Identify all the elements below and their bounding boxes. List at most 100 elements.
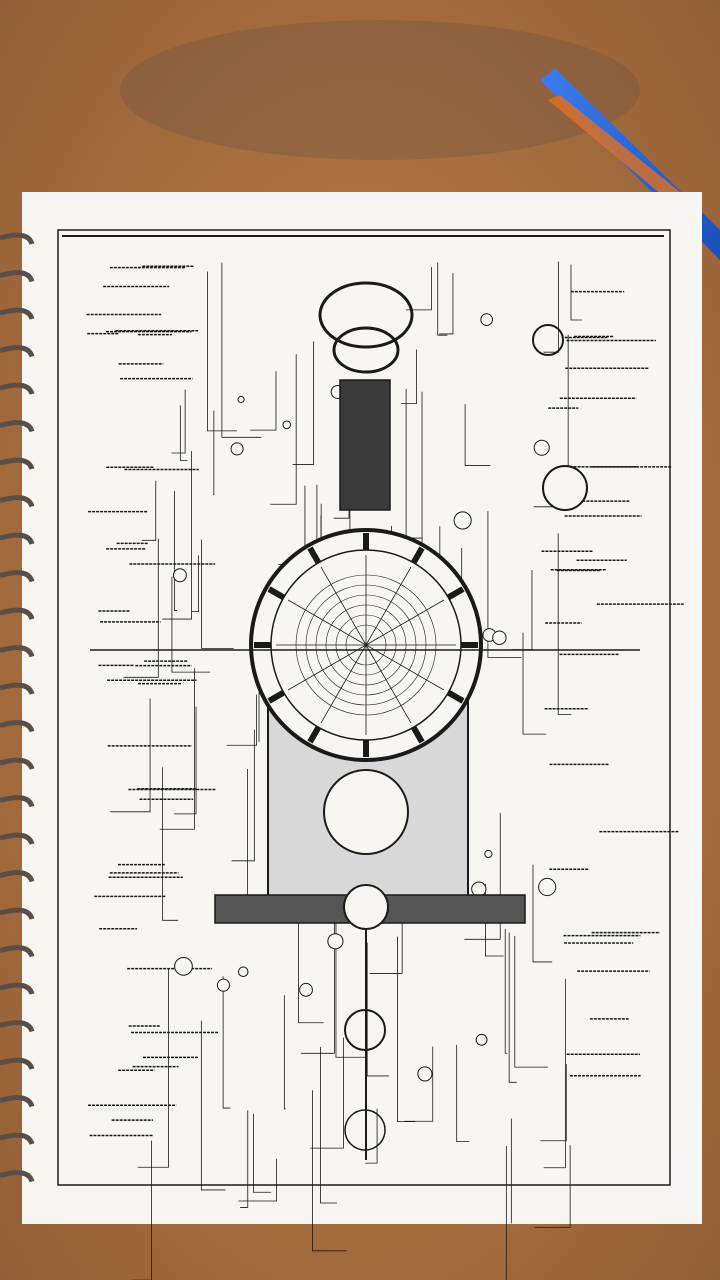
leader-line (508, 932, 517, 1083)
small-gauge (238, 966, 249, 978)
leader-line (240, 1110, 249, 1208)
leader-line (438, 273, 454, 335)
leader-line (141, 480, 157, 541)
clock-numeral (267, 586, 286, 601)
clock-spoke (365, 566, 412, 646)
clock-spoke (287, 644, 367, 691)
spiral-ring (0, 495, 35, 508)
inner-ring (332, 326, 400, 374)
leader-line (201, 539, 234, 649)
spiral-ring (0, 645, 35, 658)
dial-ring (325, 604, 407, 686)
spiral-ring (0, 1020, 35, 1033)
base-gauge (343, 884, 389, 930)
top-ring (318, 281, 414, 349)
small-gauge (475, 1033, 488, 1046)
small-gauge (282, 420, 292, 430)
leader-line (540, 1064, 567, 1142)
leader-line (504, 928, 508, 1054)
spiral-ring (0, 757, 35, 770)
leader-line (456, 1044, 470, 1143)
small-gauge (538, 877, 557, 897)
spiral-ring (0, 570, 35, 583)
leader-line (200, 1020, 226, 1191)
small-gauge (484, 849, 493, 859)
spiral-ring (0, 532, 35, 545)
spiral-ring (0, 1170, 35, 1183)
dial-ring (345, 624, 387, 666)
spiral-ring (0, 607, 35, 620)
leader-line (253, 1113, 272, 1193)
spiral-ring (0, 982, 35, 995)
leader-line (250, 371, 277, 431)
side-gauge (542, 465, 588, 511)
leader-line (335, 863, 366, 1058)
dial-ring (335, 614, 397, 676)
spiral-ring (0, 832, 35, 845)
leader-line (366, 942, 389, 1077)
clock-spoke (365, 644, 412, 724)
clock-spoke (365, 599, 445, 646)
leader-line (298, 893, 324, 1024)
small-gauge (533, 439, 550, 456)
clock-spoke (287, 599, 367, 646)
clock-numeral (446, 586, 465, 601)
side-gauge (532, 324, 564, 356)
lower-dial (323, 769, 409, 855)
column-tower (339, 379, 391, 511)
leader-line (131, 1140, 153, 1280)
leader-line (543, 978, 566, 1169)
spiral-ring (0, 1095, 35, 1108)
small-gauge (230, 442, 244, 456)
spiral-ring (0, 1057, 35, 1070)
leader-line (212, 410, 215, 496)
spiral-ring (0, 720, 35, 733)
leader-line (464, 812, 501, 940)
spiral-ring (0, 795, 35, 808)
leader-line (310, 1037, 344, 1149)
leader-line (179, 405, 188, 461)
spiral-ring (0, 345, 35, 358)
leader-line (159, 668, 195, 830)
clock-numeral (410, 546, 425, 565)
leader-line (137, 968, 169, 1168)
small-gauge (299, 982, 313, 997)
leader-line (543, 261, 559, 353)
spiral-ring (0, 945, 35, 958)
small-gauge (327, 933, 344, 950)
clock-numeral (410, 725, 425, 744)
leader-line (514, 935, 548, 1068)
leader-line (522, 632, 547, 735)
leader-line (320, 1046, 337, 1204)
spiral-ring (0, 382, 35, 395)
leader-line (162, 767, 179, 921)
small-gauge (216, 978, 230, 992)
small-gauge (174, 957, 193, 976)
leader-line (532, 864, 553, 963)
leader-line (365, 1108, 378, 1164)
small-gauge (471, 881, 487, 897)
spiral-ring (0, 870, 35, 883)
spiral-ring (0, 1132, 35, 1145)
clock-numeral (446, 689, 465, 704)
leader-line (437, 262, 448, 336)
leader-line (534, 1145, 571, 1229)
clock-spoke (320, 566, 367, 646)
leader-line (226, 694, 258, 746)
clock-numeral (307, 725, 322, 744)
dial-ring (305, 584, 427, 706)
leader-line (162, 451, 192, 620)
clock-numeral (307, 546, 322, 565)
spiral-ring (0, 907, 35, 920)
spiral-binding (0, 232, 35, 1183)
leader-line (487, 511, 522, 658)
spiral-ring (0, 270, 35, 283)
leader-line (404, 1046, 434, 1122)
small-gauge (480, 313, 493, 326)
leader-line (171, 576, 211, 673)
clock-spoke (320, 644, 367, 724)
leader-line (283, 995, 286, 1110)
small-gauge (453, 511, 472, 530)
dial-ring (295, 574, 437, 716)
leader-line (222, 976, 231, 1109)
